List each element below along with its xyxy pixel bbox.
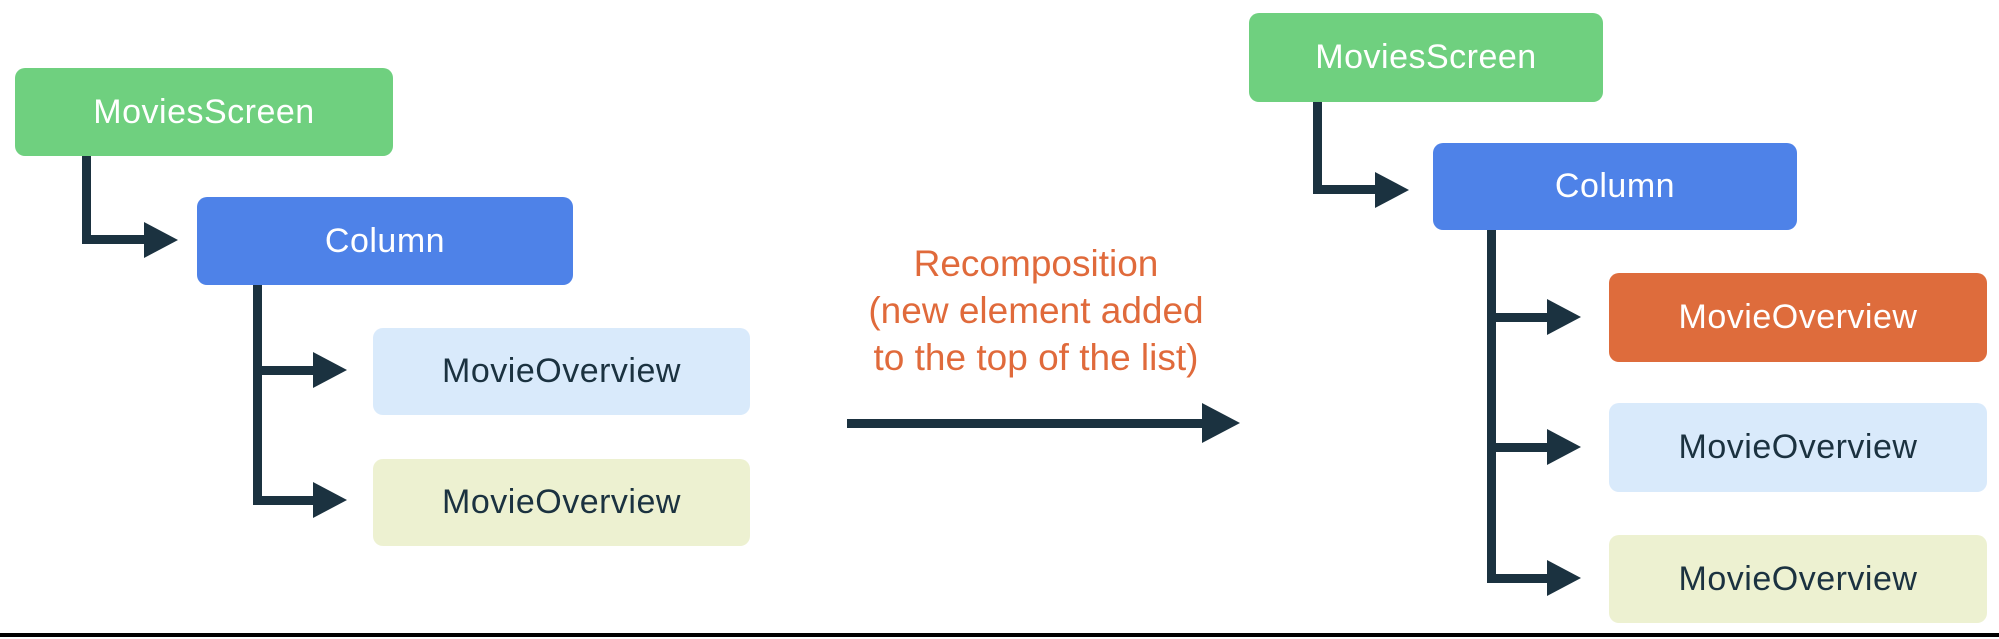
right-node-movie-overview-1: MovieOverview <box>1609 273 1987 362</box>
left-branch2-line <box>253 496 313 505</box>
right-node-column: Column <box>1433 143 1797 230</box>
arrowhead-icon <box>313 352 347 388</box>
arrowhead-icon <box>144 222 178 258</box>
left-elbow-vertical-line <box>82 156 91 244</box>
arrowhead-icon <box>1547 560 1581 596</box>
arrowhead-icon <box>1202 403 1240 443</box>
left-node-column: Column <box>197 197 573 285</box>
caption-line: (new element added <box>868 290 1204 331</box>
right-branch1-line <box>1487 313 1547 322</box>
right-trunk-line <box>1487 230 1496 582</box>
bottom-border-line <box>0 633 1999 637</box>
recomposition-caption: Recomposition (new element added to the … <box>836 240 1236 381</box>
right-node-movie-overview-3: MovieOverview <box>1609 535 1987 623</box>
caption-line: to the top of the list) <box>873 337 1199 378</box>
right-elbow-vertical-line <box>1313 102 1322 194</box>
caption-line: Recomposition <box>913 243 1159 284</box>
right-branch2-line <box>1487 443 1547 452</box>
right-node-movie-overview-2: MovieOverview <box>1609 403 1987 492</box>
arrowhead-icon <box>313 482 347 518</box>
arrowhead-icon <box>1547 429 1581 465</box>
left-node-movie-overview-1: MovieOverview <box>373 328 750 415</box>
left-trunk-line <box>253 285 262 505</box>
right-branch3-line <box>1487 574 1547 583</box>
left-elbow-horizontal-line <box>82 235 144 244</box>
recomposition-arrow-line <box>847 419 1202 428</box>
left-node-movie-overview-2: MovieOverview <box>373 459 750 546</box>
left-branch1-line <box>253 366 313 375</box>
arrowhead-icon <box>1375 172 1409 208</box>
right-elbow-horizontal-line <box>1313 185 1375 194</box>
left-node-movies-screen: MoviesScreen <box>15 68 393 156</box>
arrowhead-icon <box>1547 299 1581 335</box>
right-node-movies-screen: MoviesScreen <box>1249 13 1603 102</box>
